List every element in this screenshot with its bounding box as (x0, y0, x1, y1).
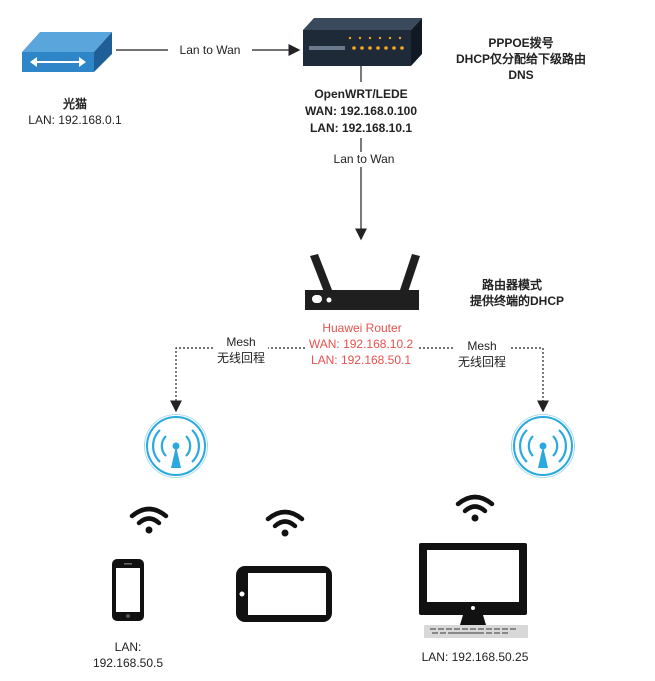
huawei-router-icon (305, 254, 420, 310)
modem-lan: LAN: 192.168.0.1 (28, 113, 122, 127)
desktop-lan: LAN: 192.168.50.25 (421, 650, 529, 664)
openwrt-note-2: DHCP仅分配给下级路由 (455, 52, 586, 66)
mesh-right-label-2: 无线回程 (447, 355, 517, 370)
wifi-icon-desktop (455, 494, 495, 522)
mesh-right-label-1: Mesh (455, 339, 509, 354)
link-modem-openwrt-label: Lan to Wan (168, 43, 252, 58)
mesh-left-label-2: 无线回程 (206, 351, 276, 366)
openwrt-router-icon (303, 18, 422, 66)
mesh-left-label-1: Mesh (214, 335, 268, 350)
openwrt-note-3: DNS (508, 68, 534, 82)
wifi-icon-tablet (265, 509, 305, 537)
openwrt-note-1: PPPOE拨号 (488, 36, 554, 50)
openwrt-wan: WAN: 192.168.0.100 (304, 104, 418, 118)
phone-icon (112, 559, 144, 621)
openwrt-name: OpenWRT/LEDE (314, 87, 408, 101)
desktop-computer-icon (419, 543, 528, 638)
huawei-note-1: 路由器模式 (481, 278, 542, 292)
huawei-name: Huawei Router (322, 321, 402, 335)
link-openwrt-huawei-label: Lan to Wan (322, 152, 406, 167)
phone-lan-label: LAN: (114, 640, 142, 654)
mesh-link-left (170, 347, 305, 413)
openwrt-lan: LAN: 192.168.10.1 (309, 121, 413, 135)
tablet-icon (236, 566, 332, 622)
access-point-right-icon (511, 414, 575, 478)
huawei-wan: WAN: 192.168.10.2 (308, 337, 414, 351)
access-point-left-icon (144, 414, 208, 478)
modem-name: 光猫 (62, 97, 87, 111)
huawei-note-2: 提供终端的DHCP (469, 294, 564, 308)
wifi-icon-phone (129, 506, 169, 534)
phone-lan-ip: 192.168.50.5 (92, 656, 164, 670)
huawei-lan: LAN: 192.168.50.1 (310, 353, 412, 367)
modem-icon (22, 32, 112, 72)
